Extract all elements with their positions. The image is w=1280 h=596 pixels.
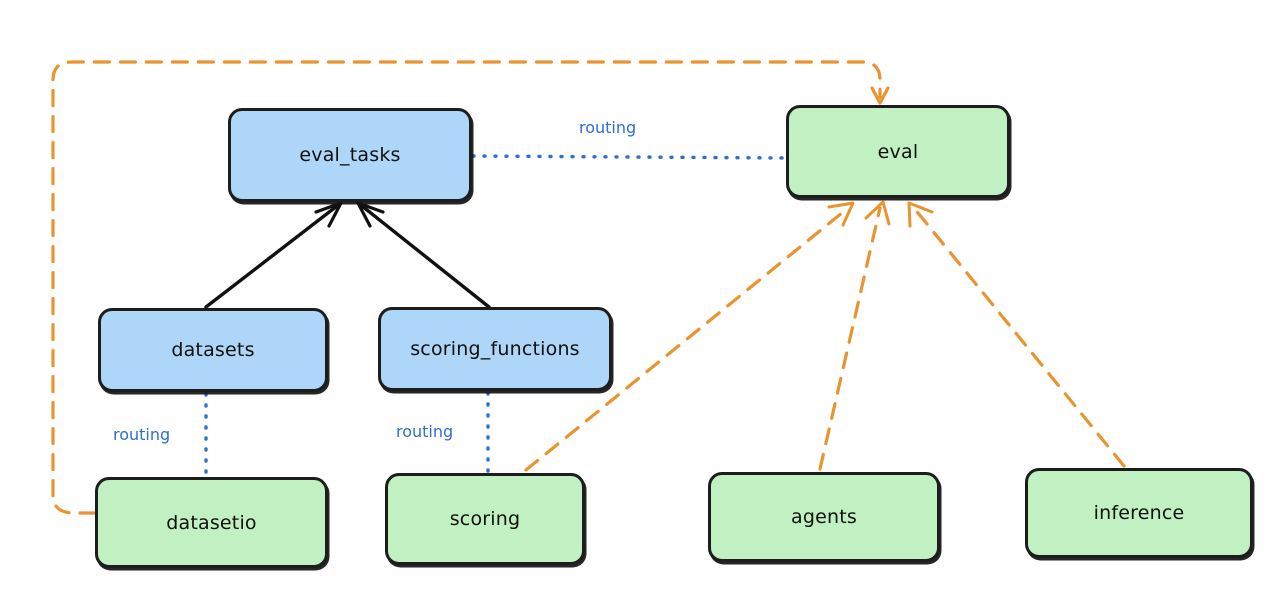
node-label-datasets: datasets bbox=[171, 339, 255, 361]
node-label-eval-tasks: eval_tasks bbox=[299, 144, 401, 166]
edge-datasets-to-eval_tasks bbox=[204, 201, 343, 309]
edge-scoring-to-eval bbox=[524, 201, 855, 472]
node-inference[interactable]: inference bbox=[1025, 468, 1253, 558]
node-label-datasetio: datasetio bbox=[166, 511, 257, 534]
node-label-scoring: scoring bbox=[449, 508, 521, 530]
edge-agents-to-eval bbox=[818, 200, 891, 471]
node-agents[interactable]: agents bbox=[708, 472, 940, 562]
node-scoring[interactable]: scoring bbox=[385, 473, 585, 565]
node-label-inference: inference bbox=[1093, 502, 1185, 524]
node-eval[interactable]: eval bbox=[786, 105, 1010, 198]
edge-datasetio-to-eval bbox=[51, 60, 890, 515]
node-scoring-functions[interactable]: scoring_functions bbox=[378, 307, 612, 391]
edge-label-routing-datasets-datasetio: routing bbox=[113, 425, 171, 444]
edge-label-routing-scoring-functions-scoring: routing bbox=[396, 422, 454, 441]
node-eval-tasks[interactable]: eval_tasks bbox=[228, 108, 472, 202]
edge-scoring_functions-to-eval_tasks bbox=[356, 201, 491, 309]
node-label-scoring-functions: scoring_functions bbox=[410, 338, 580, 360]
edge-eval_tasks-to-eval bbox=[471, 154, 787, 160]
edge-inference-to-eval bbox=[907, 201, 1126, 468]
node-datasets[interactable]: datasets bbox=[98, 308, 328, 392]
node-label-eval: eval bbox=[877, 140, 919, 163]
edge-label-routing-eval-tasks-eval: routing bbox=[579, 118, 637, 137]
node-datasetio[interactable]: datasetio bbox=[95, 477, 328, 568]
node-label-agents: agents bbox=[791, 506, 857, 528]
